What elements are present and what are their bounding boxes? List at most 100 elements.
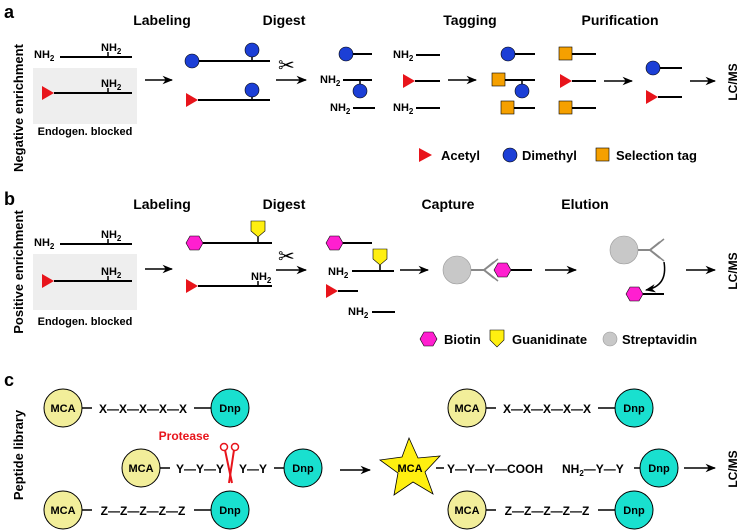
- curved-arrow: [644, 261, 666, 293]
- panel-c-letter: c: [4, 370, 14, 390]
- panel-b: b Positive enrichment Labeling Digest Ca…: [4, 189, 740, 348]
- lcms-label: LC/MS: [726, 450, 740, 487]
- dnp-label: Dnp: [219, 505, 241, 517]
- step-digest: Digest: [263, 12, 306, 28]
- tagged-fragments: [491, 46, 596, 115]
- endogen-blocked-label: Endogen. blocked: [38, 126, 133, 138]
- scissors-icon: ✂: [278, 55, 295, 77]
- svg-text:NH2: NH2: [34, 49, 55, 63]
- dnp-label: Dnp: [623, 403, 645, 415]
- svg-text:NH2: NH2: [348, 306, 369, 320]
- legend-b: Biotin Guanidinate Streptavidin: [419, 329, 697, 348]
- peptide-free: NH2 NH2: [34, 229, 132, 251]
- peptide-row-x: MCA X—X—X—X—X Dnp: [43, 388, 250, 428]
- acetyl-triangle-icon: [326, 284, 338, 298]
- mca-label: MCA: [50, 505, 75, 517]
- svg-text:NH2: NH2: [330, 102, 351, 116]
- circle-icon: [602, 331, 618, 347]
- purified-fragments: [645, 60, 682, 104]
- step-tagging: Tagging: [443, 12, 496, 28]
- acetyl-triangle-icon: [186, 279, 198, 293]
- sequence-y-tail: Y—Y: [239, 462, 267, 476]
- pentagon-icon: [489, 329, 505, 348]
- step-capture: Capture: [422, 196, 475, 212]
- legend-streptavidin: Streptavidin: [622, 332, 697, 347]
- dnp-label: Dnp: [623, 505, 645, 517]
- svg-text:NH2: NH2: [101, 42, 122, 56]
- step-purification: Purification: [581, 12, 658, 28]
- digested-fragments: NH2 NH2 NH2 NH2: [320, 46, 440, 116]
- lcms-label: LC/MS: [726, 252, 740, 289]
- svg-text:NH2: NH2: [393, 102, 414, 116]
- selection-tag-square-icon: [491, 72, 506, 87]
- circle-icon: [502, 147, 518, 163]
- square-icon: [595, 147, 610, 162]
- legend-a: Acetyl Dimethyl Selection tag: [419, 147, 697, 163]
- sequence-x: X—X—X—X—X: [99, 402, 187, 416]
- protease-label: Protease: [159, 429, 210, 443]
- protease-scissors-icon: [219, 442, 240, 484]
- endogen-blocked-label: Endogen. blocked: [38, 316, 133, 328]
- labeled-peptides: NH2: [185, 220, 272, 293]
- peptide-row-z: MCA Z—Z—Z—Z—Z Dnp: [43, 490, 250, 530]
- svg-text:NH2: NH2: [34, 237, 55, 251]
- panel-b-letter: b: [4, 189, 15, 209]
- acetyl-triangle-icon: [42, 86, 54, 100]
- lcms-label: LC/MS: [726, 63, 740, 100]
- dimethyl-circle-icon: [338, 46, 354, 62]
- svg-text:NH2: NH2: [101, 266, 122, 280]
- dimethyl-circle-icon: [645, 60, 661, 76]
- guanidinate-pentagon-icon: [250, 220, 266, 238]
- legend-guanidinate: Guanidinate: [512, 332, 587, 347]
- product-left-sequence: Y—Y—Y—COOH: [447, 462, 543, 476]
- legend-dimethyl: Dimethyl: [522, 148, 577, 163]
- dimethyl-circle-icon: [500, 46, 516, 62]
- biotin-hexagon-icon: [325, 235, 344, 251]
- acetyl-triangle-icon: [560, 74, 572, 88]
- svg-text:NH2: NH2: [251, 271, 272, 285]
- digested-fragments: NH2 NH2: [325, 235, 395, 320]
- panel-c-side-label: Peptide library: [11, 409, 26, 500]
- dnp-circle: [614, 388, 654, 428]
- dnp-label: Dnp: [292, 463, 314, 475]
- product-row-z: MCA Z—Z—Z—Z—Z Dnp: [447, 490, 654, 530]
- dnp-label: Dnp: [219, 403, 241, 415]
- capture-complex: [442, 255, 532, 285]
- dnp-circle: [639, 448, 679, 488]
- selection-tag-square-icon: [558, 46, 573, 61]
- acetyl-triangle-icon: [42, 274, 54, 288]
- svg-text:NH2: NH2: [101, 229, 122, 243]
- scissors-icon: ✂: [278, 246, 295, 268]
- legend-acetyl: Acetyl: [441, 148, 480, 163]
- guanidinate-pentagon-icon: [372, 248, 388, 266]
- mca-label: MCA: [128, 463, 153, 475]
- dnp-circle: [210, 490, 250, 530]
- peptide-free: NH2 NH2: [34, 42, 132, 63]
- svg-text:NH2: NH2: [320, 74, 341, 88]
- labeled-peptides: [184, 42, 270, 107]
- mca-label: MCA: [50, 403, 75, 415]
- acetyl-triangle-icon: [186, 93, 198, 107]
- sequence-z: Z—Z—Z—Z—Z: [505, 504, 590, 518]
- sequence-x: X—X—X—X—X: [503, 402, 591, 416]
- panel-a-letter: a: [4, 2, 15, 22]
- sequence-z: Z—Z—Z—Z—Z: [101, 504, 186, 518]
- step-elution: Elution: [561, 196, 608, 212]
- dimethyl-circle-icon: [184, 53, 200, 69]
- legend-biotin: Biotin: [444, 332, 481, 347]
- panel-a-side-label: Negative enrichment: [11, 43, 26, 172]
- svg-text:NH2: NH2: [101, 78, 122, 92]
- dimethyl-circle-icon: [514, 83, 530, 99]
- product-row-y: MCA Y—Y—Y—COOH NH2—Y—Y Dnp: [378, 436, 679, 496]
- step-labeling: Labeling: [133, 196, 191, 212]
- mca-label: MCA: [397, 463, 422, 475]
- mca-star-icon: [378, 436, 442, 496]
- peptide-blocked: NH2: [42, 266, 132, 288]
- sequence-y: Y—Y—Y: [176, 462, 224, 476]
- biotin-hexagon-icon: [185, 235, 204, 251]
- endogen-blocked-box: [33, 68, 137, 124]
- acetyl-triangle-icon: [646, 90, 658, 104]
- step-labeling: Labeling: [133, 12, 191, 28]
- dimethyl-circle-icon: [244, 42, 260, 58]
